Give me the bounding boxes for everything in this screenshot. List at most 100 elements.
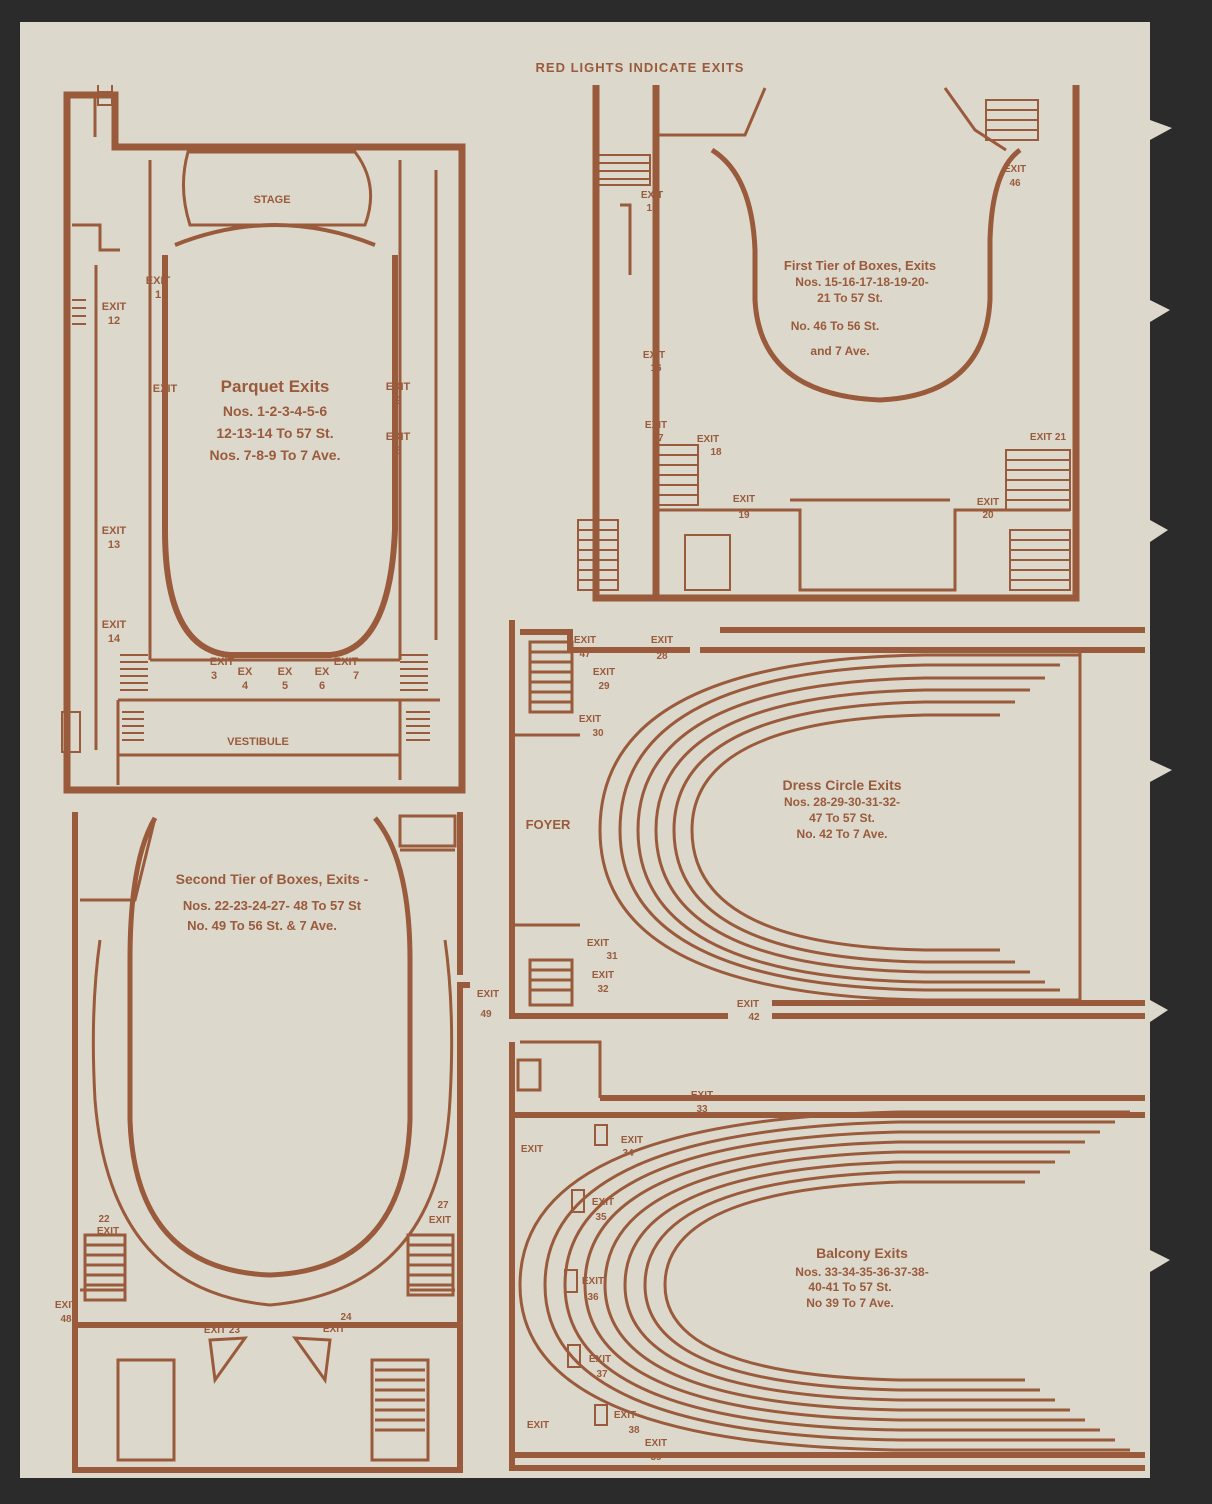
- exit-36-number: 36: [587, 1292, 599, 1303]
- exit-5-label: EX: [278, 666, 293, 678]
- dress-circle-aisles: [618, 663, 1060, 992]
- exit-7-number: 7: [353, 670, 359, 682]
- second-tier-line-2: No. 49 To 56 St. & 7 Ave.: [187, 918, 337, 933]
- exit-4-label: EX: [238, 666, 253, 678]
- exit-1-label: EXIT: [146, 275, 171, 287]
- exit-31-number: 31: [606, 951, 618, 962]
- exit-9-label: EXIT: [386, 381, 411, 393]
- exit-14-number: 14: [108, 633, 121, 645]
- exit-38-label: EXIT: [614, 1410, 636, 1421]
- exit-5-number: 5: [282, 680, 288, 692]
- exit-40-label: EXIT: [527, 1420, 549, 1431]
- balcony-line-1: Nos. 33-34-35-36-37-38-: [795, 1265, 928, 1279]
- exit-24-number: 24: [340, 1312, 352, 1323]
- second-tier-walls: [72, 812, 470, 1473]
- first-tier-stairs: [577, 99, 1071, 591]
- exit-9-number: 9: [395, 395, 401, 407]
- exit-35-label: EXIT: [592, 1197, 614, 1208]
- exit-36-label: EXIT: [582, 1276, 604, 1287]
- dress-circle-plan: FOYER Dress Circle Exits Nos. 28-29-30-3…: [509, 620, 1145, 1023]
- parquet-outer-walls: [63, 91, 466, 794]
- exit-34-number: 34: [622, 1148, 634, 1159]
- exit-2-label: EXIT: [153, 383, 178, 395]
- exit-20-label: EXIT: [977, 497, 999, 508]
- parquet-line-1: Nos. 1-2-3-4-5-6: [223, 403, 327, 419]
- exit-7-label: EXIT: [334, 656, 359, 668]
- exit-42-number: 42: [748, 1012, 760, 1023]
- exit-30-number: 30: [592, 728, 604, 739]
- exit-47-number: 47: [579, 649, 591, 660]
- exit-17-label: EXIT: [645, 420, 667, 431]
- exit-6-label: EX: [315, 666, 330, 678]
- first-tier-outer-walls: [592, 85, 1080, 602]
- exit-30-label: EXIT: [579, 714, 601, 725]
- parquet-plan: STAGE VESTIBULE Parquet Exits Nos. 1-2-3…: [61, 85, 466, 794]
- exit-23-label: EXIT 23: [204, 1325, 241, 1336]
- exit-13-label: EXIT: [102, 525, 127, 537]
- exit-38-number: 38: [628, 1425, 640, 1436]
- balcony-line-2: 40-41 To 57 St.: [808, 1280, 891, 1294]
- exit-18-number: 18: [710, 447, 722, 458]
- second-tier-horseshoe: [127, 816, 413, 1278]
- exit-33-number: 33: [696, 1104, 708, 1115]
- dress-circle-curves: [598, 652, 1082, 1002]
- first-tier-horseshoe: [710, 147, 1022, 403]
- exit-16-number: 16: [650, 363, 662, 374]
- exit-27-label: EXIT: [429, 1215, 451, 1226]
- exit-46-number: 46: [1009, 178, 1021, 189]
- exit-12-label: EXIT: [102, 301, 127, 313]
- dress-circle-line-1: Nos. 28-29-30-31-32-: [784, 795, 900, 809]
- balcony-exit-labels: EXIT 33 EXIT EXIT 34 EXIT 35 EXIT 36 EXI…: [521, 1090, 713, 1463]
- exit-15-number: 15: [646, 203, 658, 214]
- exit-14-label: EXIT: [102, 619, 127, 631]
- parquet-exit-labels: EXIT 1 EXIT 2 EXIT 12 EXIT 13 EXIT 14 EX…: [102, 275, 411, 692]
- exit-39-number: 39: [650, 1452, 662, 1463]
- balcony-inner-walls: [516, 1040, 602, 1098]
- exit-31-label: EXIT: [587, 938, 609, 949]
- exit-19-number: 19: [738, 510, 750, 521]
- exit-22-label: EXIT: [97, 1226, 119, 1237]
- first-tier-exit-labels: EXIT 15 EXIT 16 EXIT 17 EXIT 18 EXIT 19 …: [641, 164, 1067, 521]
- exit-28-label: EXIT: [651, 635, 673, 646]
- exit-27-number: 27: [437, 1200, 449, 1211]
- exit-22-number: 22: [98, 1214, 110, 1225]
- dress-circle-inner-walls: [512, 640, 580, 1007]
- exit-12-number: 12: [108, 315, 120, 327]
- balcony-title: Balcony Exits: [816, 1245, 908, 1261]
- balcony-curves: [518, 1110, 1130, 1452]
- exit-1-number: 1: [155, 289, 161, 301]
- exit-3-label: EXIT: [210, 656, 235, 668]
- exit-46-label: EXIT: [1004, 164, 1026, 175]
- balcony-plan: Balcony Exits Nos. 33-34-35-36-37-38- 40…: [509, 1040, 1145, 1471]
- exit-34-label: EXIT: [621, 1135, 643, 1146]
- exit-21-label: EXIT 21: [1030, 432, 1067, 443]
- exit-49-label: EXIT: [477, 989, 499, 1000]
- exit-29-label: EXIT: [593, 667, 615, 678]
- vestibule-label: VESTIBULE: [227, 736, 289, 748]
- balcony-line-3: No 39 To 7 Ave.: [806, 1296, 894, 1310]
- first-tier-line-1: Nos. 15-16-17-18-19-20-: [795, 275, 928, 289]
- exit-35-number: 35: [595, 1212, 607, 1223]
- parquet-line-3: Nos. 7-8-9 To 7 Ave.: [210, 447, 341, 463]
- exit-28-number: 28: [656, 651, 668, 662]
- exit-20-number: 20: [982, 510, 994, 521]
- exit-4-number: 4: [242, 680, 249, 692]
- exit-8-number: 8: [395, 445, 401, 457]
- exit-18-label: EXIT: [697, 434, 719, 445]
- dress-circle-line-2: 47 To 57 St.: [809, 811, 875, 825]
- dress-circle-walls: [509, 620, 1145, 1019]
- first-tier-line-4: and 7 Ave.: [810, 344, 869, 358]
- exit-13-number: 13: [108, 539, 120, 551]
- parquet-line-2: 12-13-14 To 57 St.: [216, 425, 333, 441]
- second-tier-title: Second Tier of Boxes, Exits -: [176, 871, 369, 887]
- exit-29-number: 29: [598, 681, 610, 692]
- exit-37-number: 37: [596, 1369, 608, 1380]
- parquet-stairs: [61, 85, 430, 753]
- balcony-boxes: [564, 1124, 608, 1426]
- parquet-inner-walls: [72, 95, 440, 785]
- second-tier-exit-labels: EXIT 49 27 EXIT 22 EXIT EXIT 48 EXIT 23 …: [55, 989, 499, 1336]
- exit-37-label: EXIT: [589, 1354, 611, 1365]
- exit-24-label: EXIT: [323, 1324, 345, 1335]
